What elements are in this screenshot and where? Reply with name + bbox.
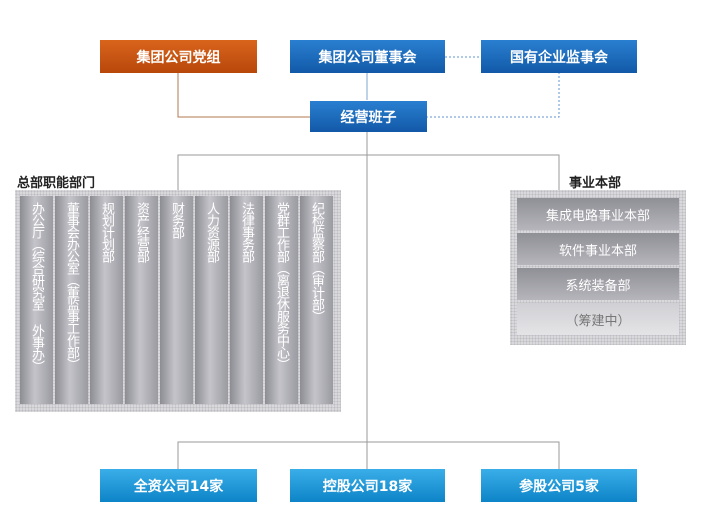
management-label: 经营班子 xyxy=(340,109,397,126)
biz-software-unit[interactable]: 软件事业本部 xyxy=(517,233,679,265)
wholly-owned-box[interactable]: 全资公司14家 xyxy=(100,469,257,502)
dept-general-office[interactable]: 办公厅（综合研究室 外事办） xyxy=(20,196,53,404)
biz-system-equipment[interactable]: 系统装备部 xyxy=(517,268,679,300)
holding-box[interactable]: 控股公司18家 xyxy=(290,469,445,502)
biz-in-preparation[interactable]: （筹建中） xyxy=(517,303,679,335)
biz-ic-unit[interactable]: 集成电路事业本部 xyxy=(517,198,679,230)
dept-label: 办公厅（综合研究室 外事办） xyxy=(29,202,44,372)
biz-label: 集成电路事业本部 xyxy=(545,208,650,224)
dept-discipline[interactable]: 纪检监察部（审计部） xyxy=(300,196,333,404)
dept-label: 法律事务部 xyxy=(239,202,254,262)
dept-label: 董事会办公室（董监事工作部） xyxy=(64,202,79,370)
biz-label: 软件事业本部 xyxy=(558,243,637,259)
supervisory-board-box[interactable]: 国有企业监事会 xyxy=(481,40,637,73)
party-group-box[interactable]: 集团公司党组 xyxy=(100,40,257,73)
board-box[interactable]: 集团公司董事会 xyxy=(290,40,445,73)
business-title: 事业本部 xyxy=(569,176,622,191)
biz-label: （筹建中） xyxy=(565,313,631,329)
dept-label: 人力资源部 xyxy=(204,202,219,262)
hq-title: 总部职能部门 xyxy=(17,176,96,191)
dept-board-office[interactable]: 董事会办公室（董监事工作部） xyxy=(55,196,88,404)
dept-label: 财务部 xyxy=(169,202,184,238)
dept-label: 规划计划部 xyxy=(99,202,114,262)
biz-label: 系统装备部 xyxy=(565,278,631,294)
board-label: 集团公司董事会 xyxy=(318,49,417,66)
subsidiary-label: 参股公司5家 xyxy=(519,478,599,495)
equity-participation-box[interactable]: 参股公司5家 xyxy=(481,469,637,502)
subsidiary-label: 控股公司18家 xyxy=(322,478,413,495)
dept-label: 党群工作部（离退休服务中心） xyxy=(274,202,289,370)
dept-party-affairs[interactable]: 党群工作部（离退休服务中心） xyxy=(265,196,298,404)
management-box[interactable]: 经营班子 xyxy=(310,101,427,132)
dept-planning[interactable]: 规划计划部 xyxy=(90,196,123,404)
party-group-label: 集团公司党组 xyxy=(136,49,221,66)
dept-finance[interactable]: 财务部 xyxy=(160,196,193,404)
dept-label: 纪检监察部（审计部） xyxy=(309,202,324,322)
dept-human-resources[interactable]: 人力资源部 xyxy=(195,196,228,404)
subsidiary-label: 全资公司14家 xyxy=(133,478,224,495)
dept-asset-management[interactable]: 资产经营部 xyxy=(125,196,158,404)
dept-label: 资产经营部 xyxy=(134,202,149,262)
supervisory-board-label: 国有企业监事会 xyxy=(510,49,608,66)
dept-legal[interactable]: 法律事务部 xyxy=(230,196,263,404)
